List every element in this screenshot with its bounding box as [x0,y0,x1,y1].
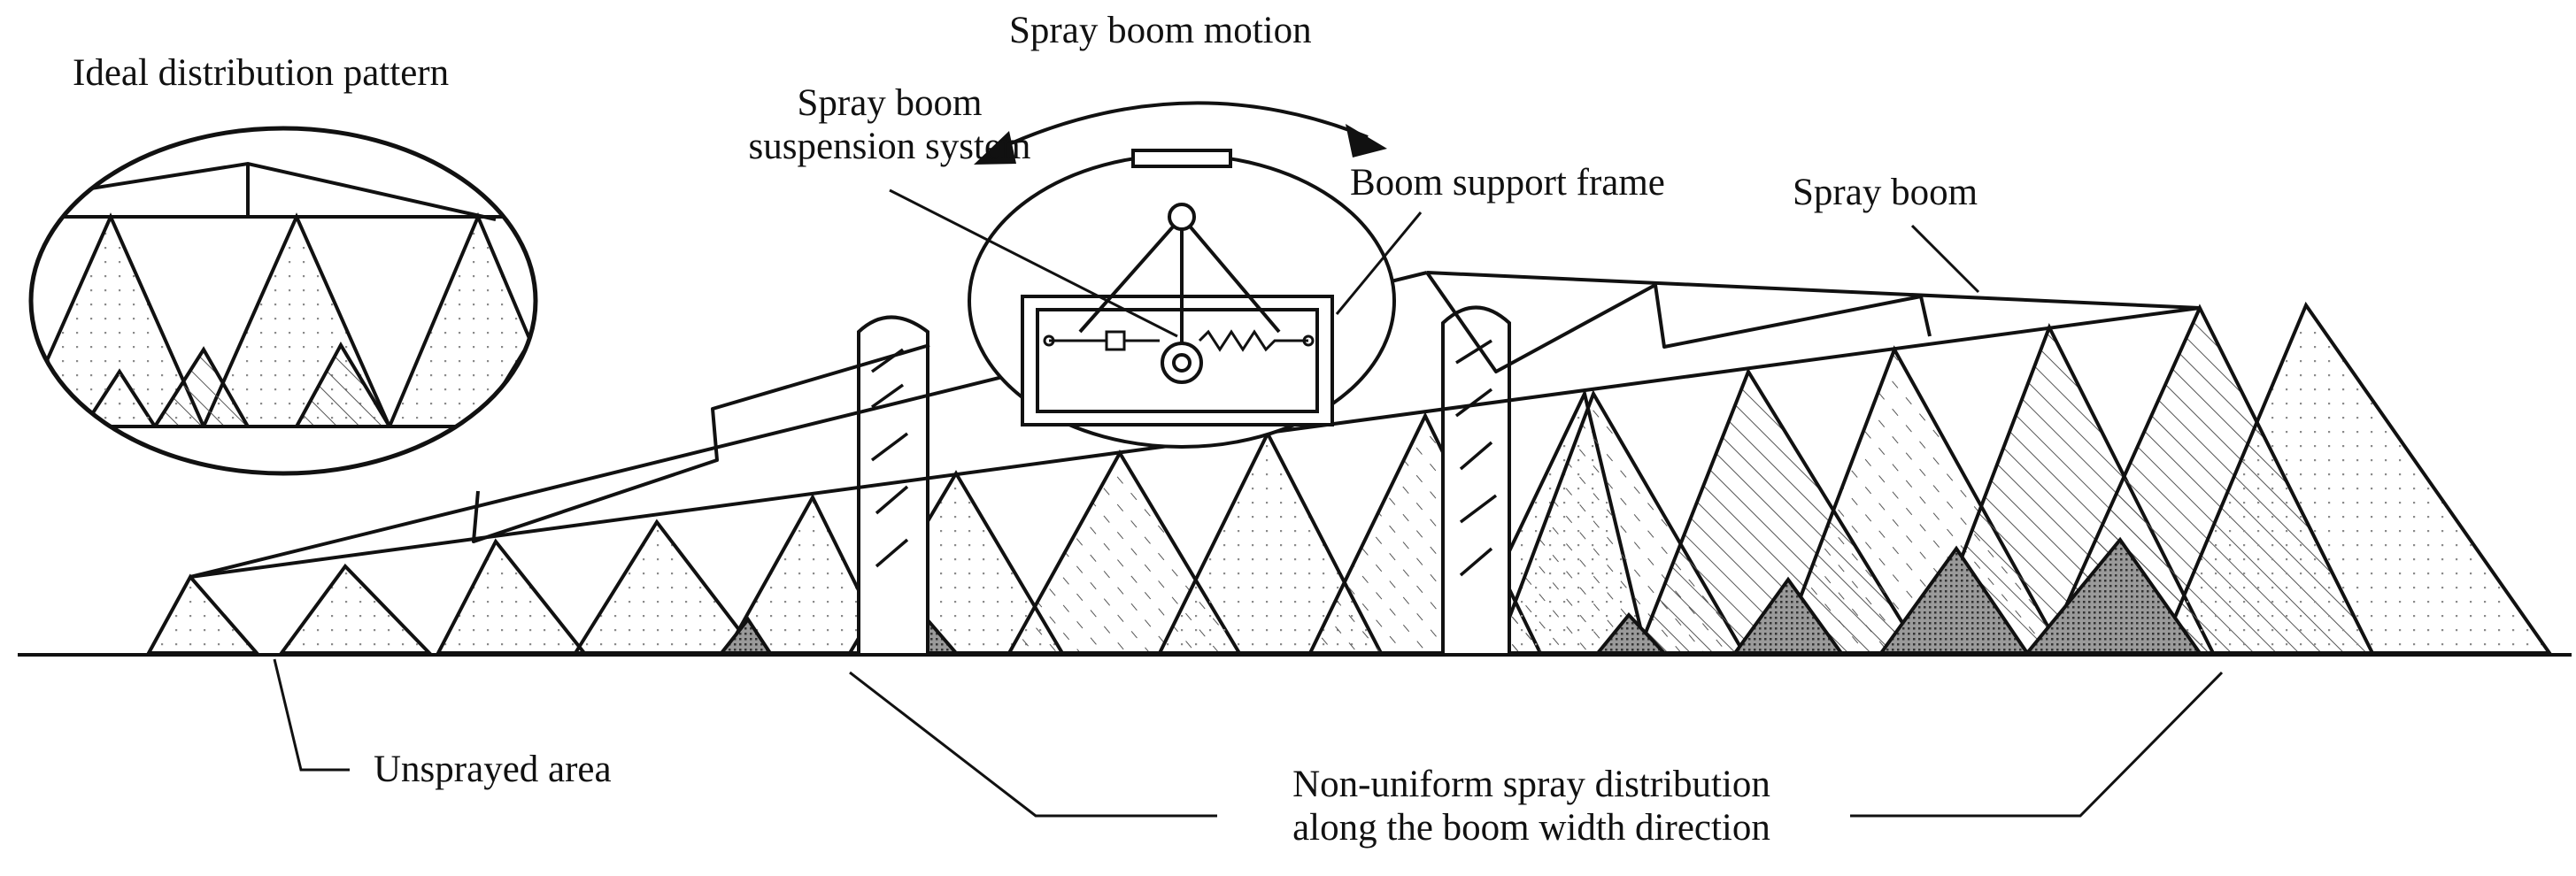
suspension-detail [968,149,1396,449]
leader-lines [273,188,2224,818]
nonuniform-label-line1: Non-uniform spray distribution [1292,764,1770,805]
suspension-label-line2: suspension system [748,126,1031,168]
nonuniform-label-line2: along the boom width direction [1292,807,1770,849]
suspension-system-label: Spray boom suspension system [651,81,1129,169]
support-frame-label: Boom support frame [1350,162,1665,204]
ideal-pattern-oval [28,126,538,476]
suspension-label-line1: Spray boom [797,82,983,124]
unsprayed-area-label: Unsprayed area [374,749,612,790]
boom-motion-label: Spray boom motion [1009,10,1312,51]
boom-motion-arrow [974,101,1387,165]
ideal-pattern-label: Ideal distribution pattern [73,52,450,94]
spray-boom-label: Spray boom [1793,172,1978,213]
spray-patterns [145,301,2553,655]
nonuniform-distribution-label: Non-uniform spray distribution along the… [1213,763,1850,850]
